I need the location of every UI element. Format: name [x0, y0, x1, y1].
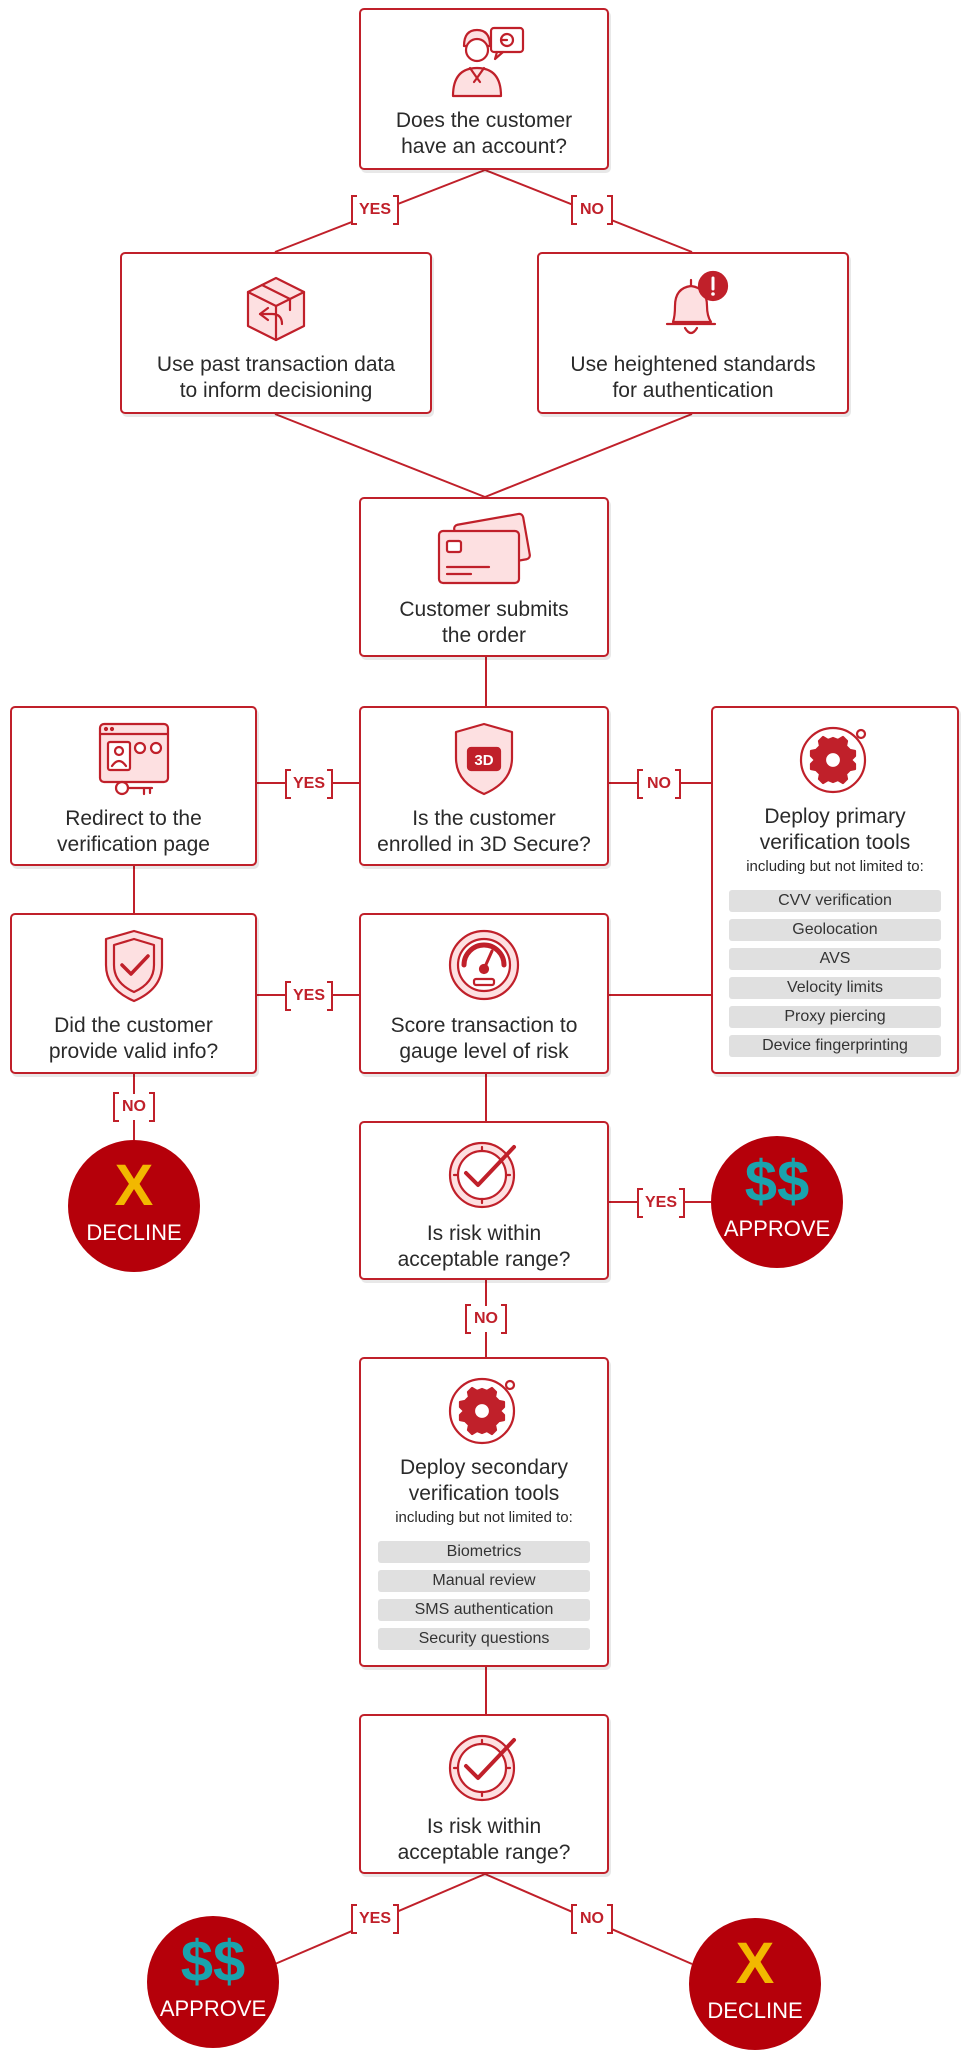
tag-yes-valid-info: YES: [285, 981, 333, 1011]
valid-info-label-line-2: provide valid info?: [48, 1040, 219, 1063]
node-customer-submits-order: Customer submits the order: [359, 497, 609, 657]
primary-tool-item: Velocity limits: [729, 977, 941, 999]
node-redirect-verification: Redirect to the verification page: [10, 706, 257, 866]
has-account-label-line-1: Does the customer: [395, 109, 573, 132]
check-clock-icon: [448, 1734, 516, 1802]
score-label-line-2: gauge level of risk: [399, 1040, 569, 1063]
connector-heightened-order: [484, 413, 693, 498]
primary-tool-item: AVS: [729, 948, 941, 970]
tag-yes-risk-2: YES: [351, 1904, 399, 1934]
primary-tool-item: CVV verification: [729, 890, 941, 912]
approve-label: APPROVE: [723, 1216, 831, 1241]
node-risk-check-1: Is risk within acceptable range?: [359, 1121, 609, 1280]
node-score-transaction: Score transaction to gauge level of risk: [359, 913, 609, 1074]
submits-order-label-line-2: the order: [441, 624, 527, 647]
secondary-tool-item: SMS authentication: [378, 1599, 590, 1621]
submits-order-label-line-1: Customer submits: [399, 598, 569, 621]
node-enrolled-3d-secure: 3D Is the customer enrolled in 3D Secure…: [359, 706, 609, 866]
credit-card-icon: [437, 512, 531, 585]
tag-no-has-account: NO: [571, 195, 613, 225]
3d-shield-icon: 3D: [454, 722, 514, 796]
decline-label: DECLINE: [707, 1998, 803, 2023]
gear-icon: [448, 1377, 516, 1445]
score-label-line-1: Score transaction to: [390, 1014, 578, 1037]
outcome-decline-invalid-info: X DECLINE: [68, 1140, 200, 1272]
primary-tools-label-line-2: verification tools: [759, 831, 911, 854]
tag-yes-3d-secure: YES: [285, 769, 333, 799]
tag-no-risk-2: NO: [571, 1904, 613, 1934]
risk-2-label-line-2: acceptable range?: [397, 1841, 571, 1864]
secondary-tools-label-line-1: Deploy secondary: [399, 1456, 569, 1479]
past-data-label-line-2: to inform decisioning: [179, 379, 373, 402]
past-data-label-line-1: Use past transaction data: [156, 353, 396, 376]
decline-x-icon: X: [735, 1931, 775, 1996]
customer-chat-icon: [451, 26, 525, 98]
gauge-icon: [448, 929, 520, 1001]
decline-x-icon: X: [114, 1153, 154, 1218]
tag-no-valid-info: NO: [113, 1092, 155, 1122]
node-risk-check-2: Is risk within acceptable range?: [359, 1714, 609, 1874]
node-has-account: Does the customer have an account?: [359, 8, 609, 170]
redirect-label-line-1: Redirect to the: [65, 807, 202, 830]
tag-no-risk-1: NO: [465, 1304, 507, 1334]
outcome-approve-risk-2: $$ APPROVE: [147, 1916, 279, 2048]
approve-dollar-icon: $$: [180, 1929, 246, 1994]
approve-label: APPROVE: [159, 1996, 267, 2021]
node-past-transaction-data: Use past transaction data to inform deci…: [120, 252, 432, 414]
check-shield-icon: [104, 929, 163, 1003]
outcome-approve-risk-1: $$ APPROVE: [711, 1136, 843, 1268]
node-primary-verification-tools: Deploy primary verification tools includ…: [711, 706, 959, 1074]
tag-yes-risk-1: YES: [637, 1188, 685, 1218]
primary-tools-label-line-1: Deploy primary: [764, 805, 906, 828]
verification-page-icon: [98, 722, 169, 796]
tag-no-3d-secure: NO: [637, 769, 681, 799]
enrolled-3ds-label-line-1: Is the customer: [412, 807, 556, 830]
primary-tool-item: Device fingerprinting: [729, 1035, 941, 1057]
heightened-label-line-1: Use heightened standards: [570, 353, 816, 376]
3d-badge-text: 3D: [474, 752, 493, 769]
tag-yes-has-account: YES: [351, 195, 399, 225]
risk-1-label-line-2: acceptable range?: [397, 1248, 571, 1271]
primary-tools-sublabel: including but not limited to:: [746, 858, 924, 875]
risk-1-label-line-1: Is risk within: [426, 1222, 542, 1245]
secondary-tool-item: Security questions: [378, 1628, 590, 1650]
secondary-tool-item: Biometrics: [378, 1541, 590, 1563]
enrolled-3ds-label-line-2: enrolled in 3D Secure?: [377, 833, 591, 856]
outcome-decline-risk-2: X DECLINE: [689, 1918, 821, 2050]
redirect-label-line-2: verification page: [57, 833, 210, 856]
primary-tool-item: Proxy piercing: [729, 1006, 941, 1028]
heightened-label-line-2: for authentication: [612, 379, 774, 402]
secondary-tools-label-line-2: verification tools: [408, 1482, 560, 1505]
secondary-tools-sublabel: including but not limited to:: [395, 1509, 573, 1526]
primary-tool-item: Geolocation: [729, 919, 941, 941]
node-secondary-verification-tools: Deploy secondary verification tools incl…: [359, 1357, 609, 1667]
risk-2-label-line-1: Is risk within: [426, 1815, 542, 1838]
alert-bell-icon: [665, 270, 729, 335]
connector-pastdata-order: [274, 413, 486, 498]
gear-icon: [799, 726, 867, 794]
has-account-label-line-2: have an account?: [401, 135, 567, 158]
check-clock-icon: [448, 1141, 516, 1209]
node-heightened-standards: Use heightened standards for authenticat…: [537, 252, 849, 414]
node-valid-info: Did the customer provide valid info?: [10, 913, 257, 1074]
valid-info-label-line-1: Did the customer: [54, 1014, 213, 1037]
approve-dollar-icon: $$: [744, 1149, 810, 1214]
return-box-icon: [246, 276, 306, 342]
decline-label: DECLINE: [86, 1220, 182, 1245]
secondary-tool-item: Manual review: [378, 1570, 590, 1592]
